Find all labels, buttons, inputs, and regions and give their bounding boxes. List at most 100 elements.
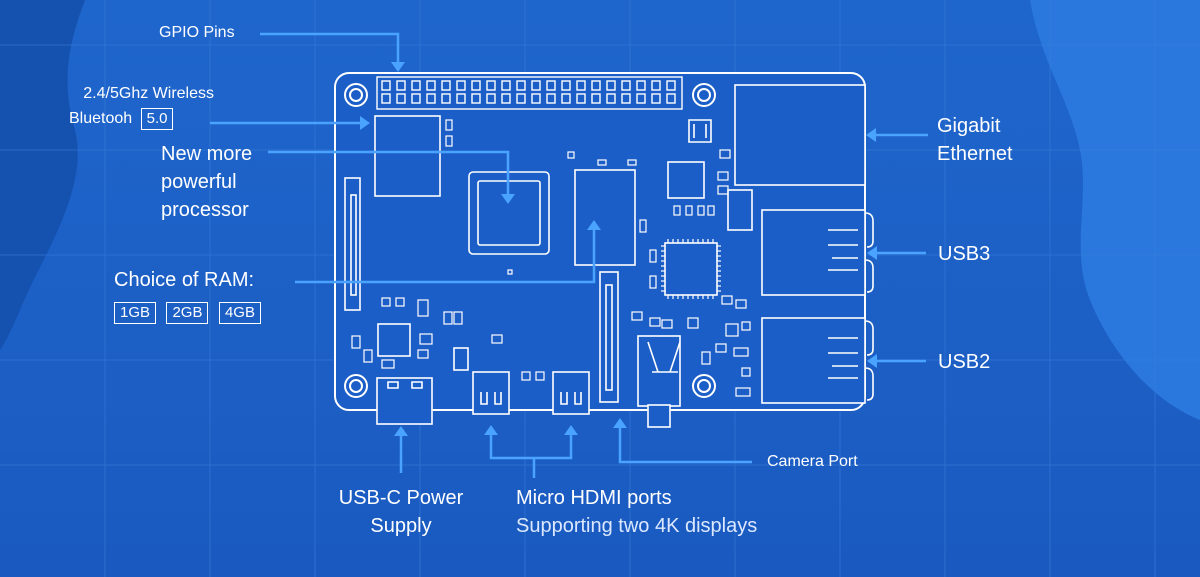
- gpio-pointer: [260, 32, 400, 64]
- gpio-pin: [396, 93, 406, 104]
- smd-component: [687, 317, 699, 329]
- background-blob-right: [1030, 0, 1200, 420]
- smd-component: [715, 343, 727, 353]
- wireless-label-line2: Bluetooh 5.0: [69, 108, 179, 130]
- processor-arrowhead: [501, 194, 515, 204]
- usb-c-detail: [387, 381, 423, 389]
- usb2-pins: [828, 337, 858, 379]
- gpio-pin: [456, 80, 466, 91]
- smd-component: [649, 317, 661, 327]
- hdmi-arrowhead-left: [484, 425, 498, 435]
- smd-component: [417, 349, 429, 359]
- small-components: [351, 119, 751, 397]
- gpio-pin: [666, 80, 676, 91]
- led-pads: [688, 119, 712, 143]
- gpio-pin: [411, 80, 421, 91]
- hdmi-label-line1: Micro HDMI ports: [516, 487, 672, 509]
- ethernet-label-line2: Ethernet: [937, 143, 1013, 165]
- gpio-pin: [591, 93, 601, 104]
- smd-component: [627, 159, 637, 166]
- micro-hdmi-port-0: [472, 371, 510, 415]
- gpio-pin: [546, 93, 556, 104]
- ram-pointer: [295, 228, 596, 284]
- gpio-pin: [606, 80, 616, 91]
- gpio-pin: [576, 93, 586, 104]
- display-connector-slot: [350, 194, 357, 296]
- power-chip: [377, 323, 411, 357]
- camera-connector-slot: [605, 284, 613, 391]
- smd-component: [491, 334, 503, 344]
- power-label-line2: Supply: [370, 515, 432, 537]
- gpio-pin: [441, 93, 451, 104]
- background-blob-left: [0, 0, 85, 350]
- camera-arrowhead: [613, 418, 627, 428]
- gpio-header-frame: [376, 76, 683, 110]
- smd-component: [445, 119, 453, 131]
- gpio-header: [376, 76, 683, 110]
- small-chip-1: [727, 189, 753, 231]
- smd-component: [381, 359, 395, 369]
- gpio-pin: [516, 93, 526, 104]
- gpio-pin: [606, 93, 616, 104]
- gpio-label: GPIO Pins: [159, 24, 235, 41]
- gpio-pin: [441, 80, 451, 91]
- smd-component: [661, 319, 673, 329]
- small-chip-2: [453, 347, 469, 371]
- processor-label-line1: New more: [161, 143, 253, 165]
- ethernet-arrowhead: [866, 128, 876, 142]
- smd-component: [717, 185, 729, 195]
- ram-label: Choice of RAM:: [114, 269, 255, 291]
- smd-component: [719, 149, 731, 159]
- smd-component: [685, 205, 693, 216]
- ethernet-port: [734, 84, 866, 186]
- smd-component: [445, 135, 453, 147]
- gpio-pin: [576, 80, 586, 91]
- gpio-arrowhead: [391, 62, 405, 72]
- gpio-pin: [411, 93, 421, 104]
- smd-component: [419, 333, 433, 345]
- usb-controller-chip: [664, 242, 718, 296]
- hdmi-arrowhead-right: [564, 425, 578, 435]
- usb3-label: USB3: [938, 243, 991, 265]
- gpio-pin: [471, 93, 481, 104]
- gpio-pin: [621, 80, 631, 91]
- mounting-holes: [344, 83, 716, 398]
- smd-component: [741, 321, 751, 331]
- smd-component: [717, 171, 729, 181]
- smd-component: [443, 311, 453, 325]
- gpio-pin: [486, 93, 496, 104]
- power-arrowhead: [394, 426, 408, 436]
- smd-component: [535, 371, 545, 381]
- gpio-pin: [531, 80, 541, 91]
- smd-component: [567, 151, 575, 159]
- smd-component: [735, 299, 747, 309]
- wireless-label-line1: 2.4/5Ghz Wireless: [83, 85, 214, 102]
- gpio-pin: [516, 80, 526, 91]
- smd-component: [453, 311, 463, 325]
- audio-jack: [637, 335, 681, 407]
- bluetooth-version-badge: 5.0: [140, 108, 174, 130]
- audio-jack-barrel: [647, 404, 671, 428]
- smd-component: [649, 275, 657, 289]
- gpio-pin: [456, 93, 466, 104]
- ram-options: 1GB 2GB 4GB: [114, 302, 267, 324]
- power-label-line1: USB-C Power: [338, 487, 464, 509]
- smd-component: [395, 297, 405, 307]
- smd-component: [639, 219, 647, 233]
- processor-pointer: [268, 150, 510, 196]
- processor-label-line3: processor: [161, 199, 249, 221]
- gpio-pin: [636, 80, 646, 91]
- usb3-tabs: [864, 212, 874, 293]
- gpio-pin: [501, 80, 511, 91]
- wireless-arrowhead: [360, 116, 370, 130]
- smd-component: [381, 297, 391, 307]
- hdmi-pins: [480, 392, 582, 405]
- usb3-pins: [828, 229, 858, 271]
- usb2-tabs: [864, 320, 874, 401]
- smd-component: [673, 205, 681, 216]
- gpio-pin: [486, 80, 496, 91]
- gpio-pin: [621, 93, 631, 104]
- gpio-pin: [666, 93, 676, 104]
- usb2-label: USB2: [938, 351, 991, 373]
